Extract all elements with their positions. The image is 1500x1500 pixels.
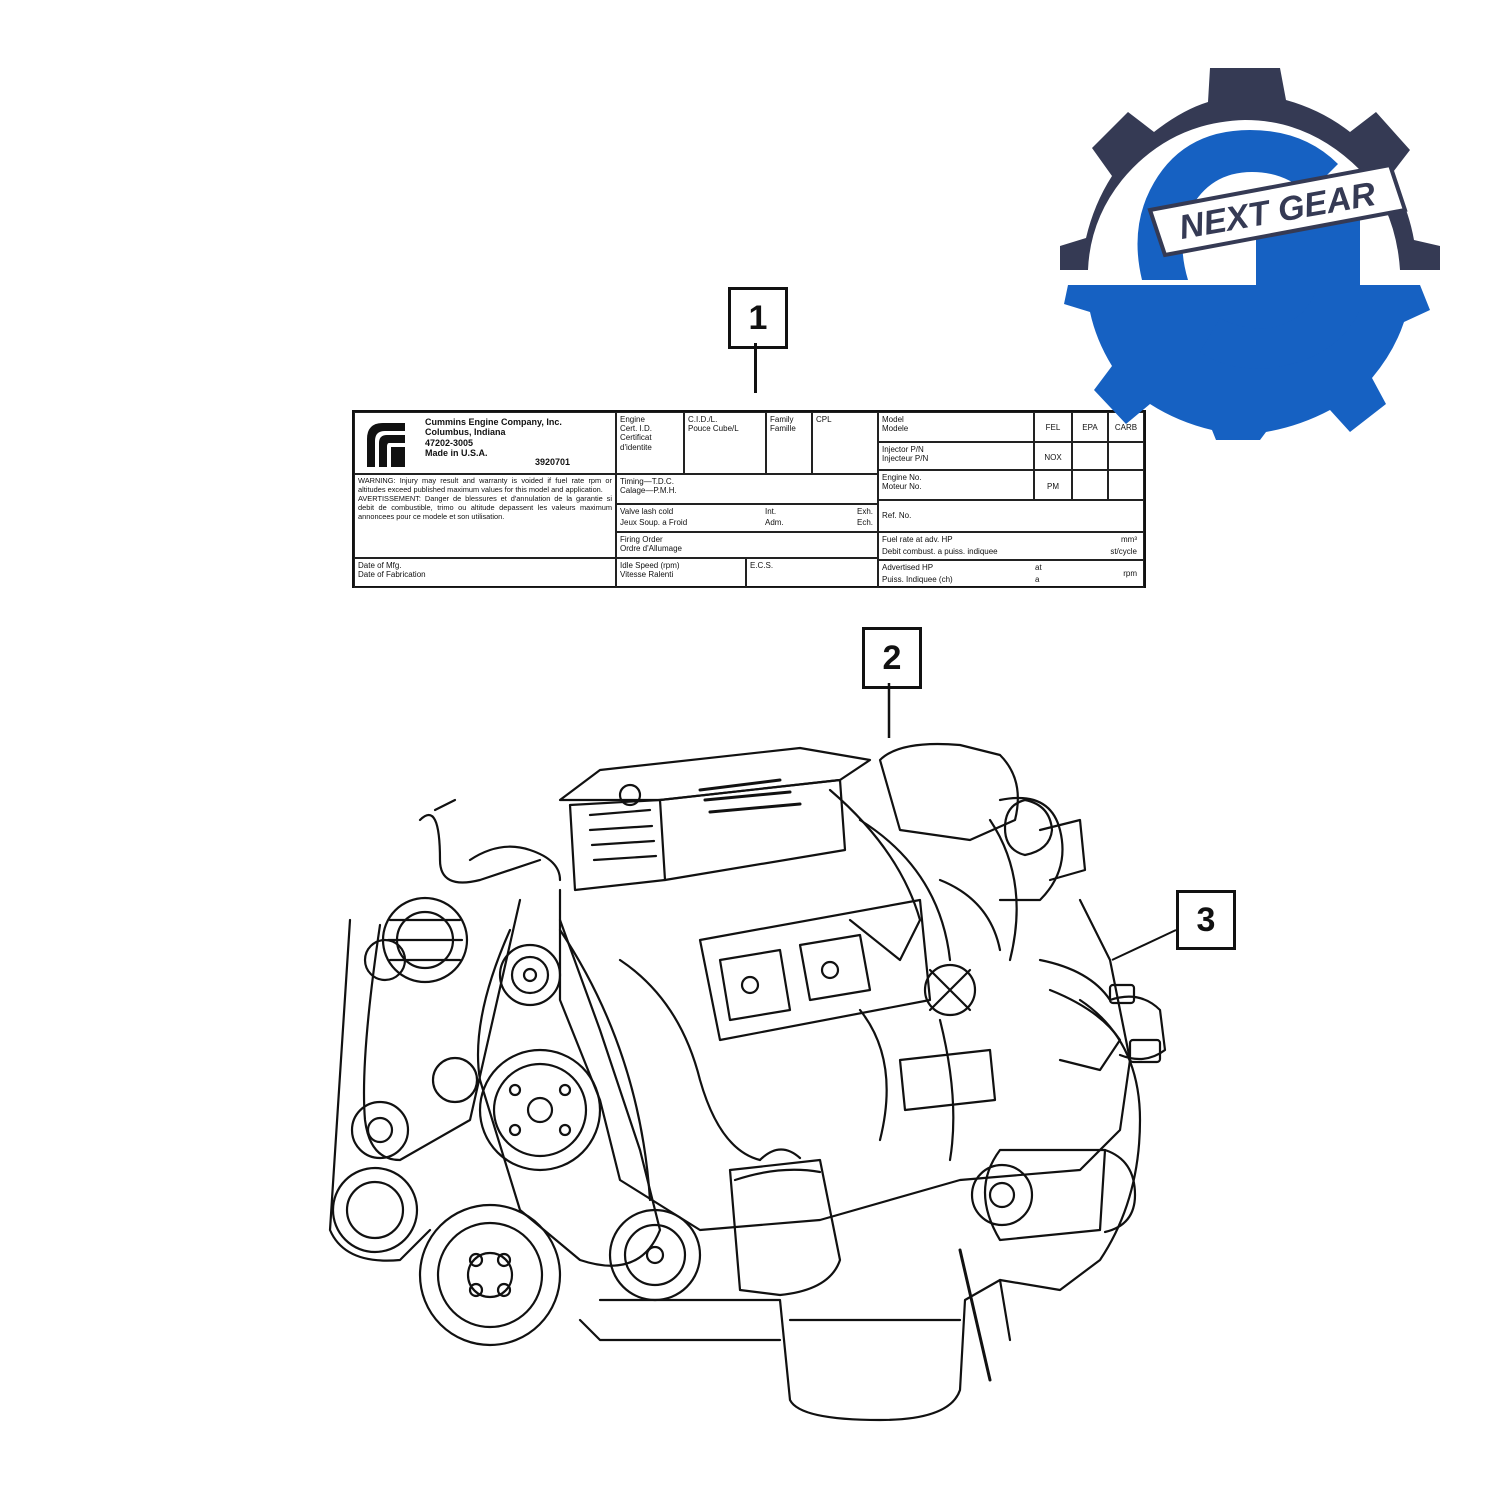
callout-1-leader [754,343,757,393]
cpl: CPL [812,412,878,474]
advertised-hp: Advertised HP Puiss. Indiquee (ch) at a … [878,560,1144,588]
timing: Timing—T.D.C. Calage—P.M.H. [616,474,878,504]
date-mfg: Date of Mfg. Date of Fabrication [354,558,616,588]
pm: PM [1034,470,1072,500]
callout-1: 1 [728,287,788,349]
ref-no: Ref. No. [878,500,1144,532]
company-block: Cummins Engine Company, Inc. Columbus, I… [354,412,616,474]
cid: C.I.D./L. Pouce Cube/L [684,412,766,474]
nox: NOX [1034,442,1072,470]
company-made-in: Made in U.S.A. [425,448,488,459]
nox-carb [1108,442,1144,470]
company-city: Columbus, Indiana [425,427,506,438]
engine-cert: Engine Cert. I.D. Certificat d'identite [616,412,684,474]
warning-fr: AVERTISSEMENT: Danger de blessures et d'… [358,493,612,521]
idle-speed: Idle Speed (rpm) Vitesse Ralenti [616,558,746,588]
next-gear-logo: NEXT GEAR [1060,68,1440,440]
part-number: 3920701 [535,457,571,467]
warning-en: WARNING: Injury may result and warranty … [358,476,612,494]
callout-3: 3 [1176,890,1236,950]
cummins-logo-icon [367,423,405,467]
company-name: Cummins Engine Company, Inc. [425,417,562,427]
epa: EPA [1072,412,1108,442]
ecs: E.C.S. [746,558,878,588]
pm-carb [1108,470,1144,500]
warning-block: WARNING: Injury may result and warranty … [354,474,616,558]
company-zip: 47202-3005 [425,437,474,448]
fel: FEL [1034,412,1072,442]
nox-epa [1072,442,1108,470]
injector: Injector P/N Injecteur P/N [878,442,1034,470]
model: Model Modele [878,412,1034,442]
fuel-rate: Fuel rate at adv. HP Debit combust. a pu… [878,532,1144,560]
callout-2: 2 [862,627,922,689]
family: Family Famille [766,412,812,474]
emission-label: Cummins Engine Company, Inc. Columbus, I… [352,410,1146,588]
pm-epa [1072,470,1108,500]
firing-order: Firing Order Ordre d'Allumage [616,532,878,558]
valve-lash: Valve lash cold Jeux Soup. a Froid Int. … [616,504,878,532]
engine-no: Engine No. Moteur No. [878,470,1034,500]
